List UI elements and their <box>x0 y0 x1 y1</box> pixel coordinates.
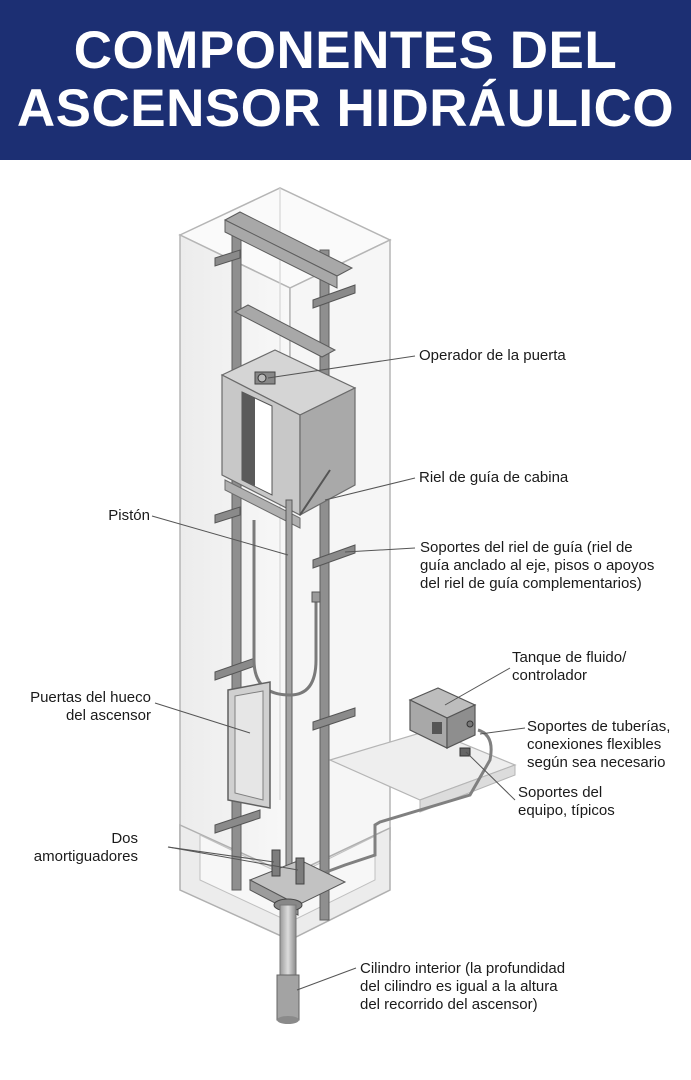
label-hoistway-doors: Puertas del hueco del ascensor <box>30 689 151 724</box>
label-buffers: Dos amortiguadores <box>33 830 138 865</box>
fluid-tank <box>408 687 477 757</box>
label-pipe-supports: Soportes de tuberías, conexiones flexibl… <box>527 718 671 771</box>
hoistway-shaft <box>178 187 392 902</box>
leader-lines <box>151 355 526 991</box>
label-guide-rail-brackets: Soportes del riel de guía (riel de guía … <box>420 539 655 592</box>
label-inner-cylinder: Cilindro interior (la profundidad del ci… <box>360 960 566 1013</box>
label-piston: Pistón <box>108 507 150 524</box>
title-line-1: COMPONENTES DEL <box>73 21 618 80</box>
title-line-2: ASCENSOR HIDRÁULICO <box>16 79 675 138</box>
title-banner: COMPONENTES DEL ASCENSOR HIDRÁULICO <box>0 0 691 160</box>
hoistway-door <box>227 681 271 809</box>
crosshead-beams <box>223 211 354 358</box>
elevator-diagram <box>151 187 526 1024</box>
inner-cylinder <box>276 904 300 1024</box>
label-equipment-supports: Soportes del equipo, típicos <box>518 784 615 819</box>
label-door-operator: Operador de la puerta <box>419 347 566 364</box>
elevator-car <box>220 349 357 529</box>
label-car-guide-rail: Riel de guía de cabina <box>419 469 569 486</box>
label-fluid-tank: Tanque de fluido/ controlador <box>512 649 627 684</box>
buffers-assembly <box>248 849 347 916</box>
